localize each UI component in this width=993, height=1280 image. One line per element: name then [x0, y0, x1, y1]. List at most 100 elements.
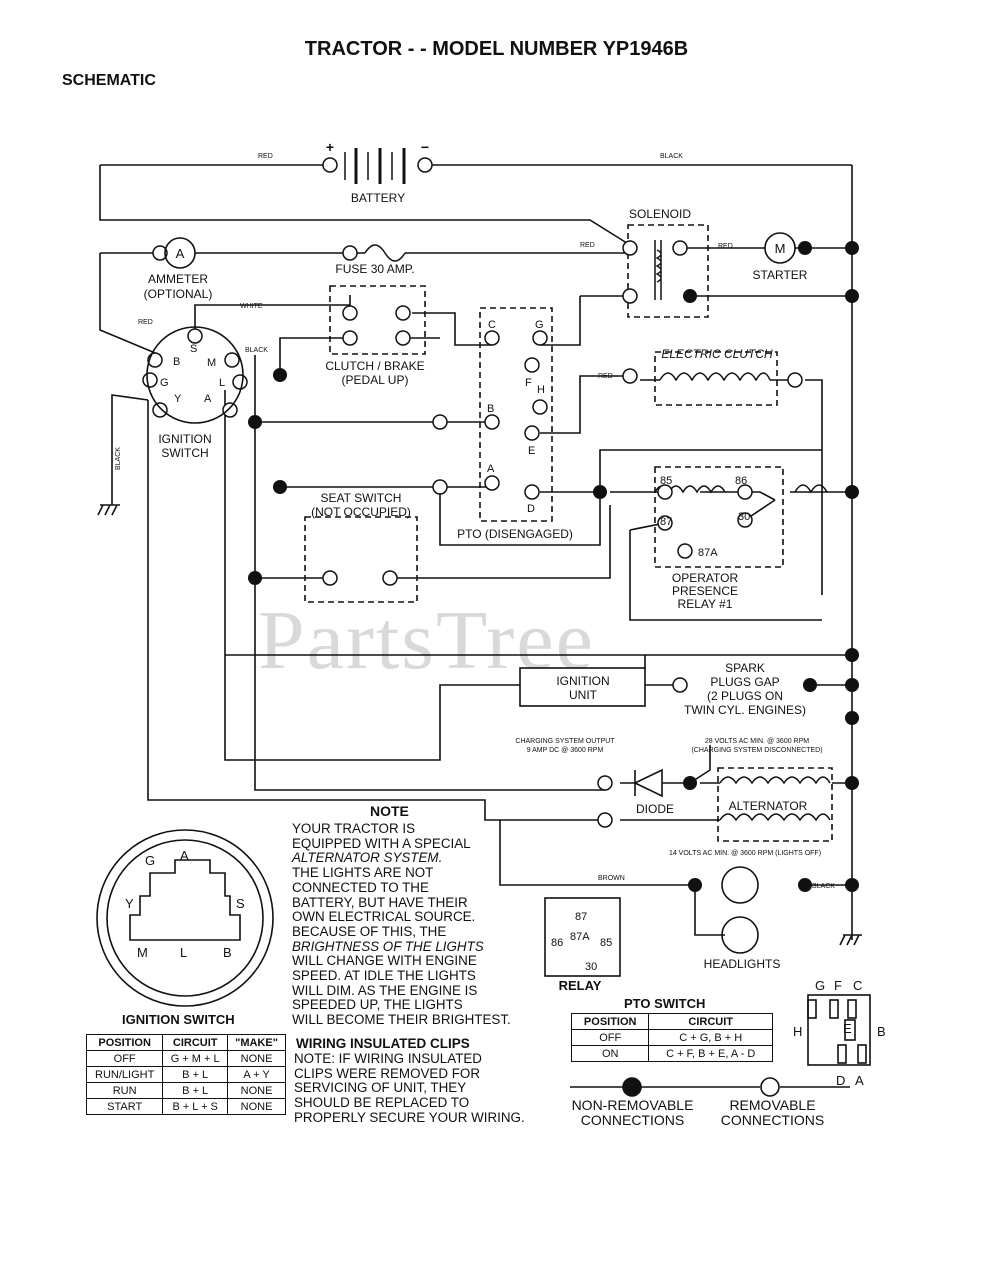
wire-label-red-1: RED — [258, 153, 273, 160]
ignition-unit-label: IGNITION — [556, 674, 609, 688]
table-header: POSITION — [85, 1034, 164, 1051]
ign-terminal-g: G — [160, 377, 169, 389]
table-cell: OFF — [85, 1050, 164, 1067]
removable-connection — [224, 352, 240, 368]
removable-connection — [597, 812, 613, 828]
non-removable-connection — [683, 776, 697, 790]
removable-connection — [737, 512, 753, 528]
pto-terminal-b: B — [487, 403, 494, 415]
relay-face-87a: 87A — [570, 931, 590, 943]
note-line: SPEED. AT IDLE THE LIGHTS — [292, 968, 476, 984]
ign-face-s: S — [236, 896, 245, 911]
ign-terminal-a: A — [204, 393, 212, 405]
removable-connection — [677, 543, 693, 559]
removable-connection — [432, 414, 448, 430]
table-cell: NONE — [227, 1098, 286, 1115]
non-removable-connection — [273, 480, 287, 494]
removable-connection — [342, 330, 358, 346]
ignition-unit-label-2: UNIT — [569, 688, 598, 702]
wire-label-white: WHITE — [240, 303, 263, 310]
pto-terminal-e: E — [528, 445, 535, 457]
removable-connection — [622, 240, 638, 256]
removable-connection — [672, 240, 688, 256]
battery-label: BATTERY — [351, 191, 405, 205]
ign-face-y: Y — [125, 896, 134, 911]
seat-switch-label-2: (NOT OCCUPIED) — [311, 505, 411, 519]
removable-connection — [152, 245, 168, 261]
table-cell: B + L + S — [162, 1098, 229, 1115]
page-title: TRACTOR - - MODEL NUMBER YP1946B — [304, 38, 689, 60]
relay-face-87: 87 — [575, 911, 587, 923]
pto-label: PTO (DISENGAGED) — [457, 527, 573, 541]
charging-ac-label: 28 VOLTS AC MIN. @ 3600 RPM — [705, 738, 809, 745]
starter-label: STARTER — [753, 268, 808, 282]
removable-connection — [657, 484, 673, 500]
non-removable-connection — [845, 711, 859, 725]
removable-connection — [432, 479, 448, 495]
non-removable-connection — [248, 415, 262, 429]
spark-plugs-label: SPARK — [725, 661, 765, 675]
note-line: OWN ELECTRICAL SOURCE. — [292, 909, 476, 925]
note-line: SPEEDED UP, THE LIGHTS — [292, 997, 463, 1013]
relay-face-30: 30 — [585, 961, 597, 973]
non-removable-connection — [683, 289, 697, 303]
non-removable-connection — [248, 571, 262, 585]
spark-plugs-label-3: (2 PLUGS ON — [707, 689, 783, 703]
ammeter-label: AMMETER — [148, 272, 208, 286]
pto-face-d: D — [836, 1073, 845, 1088]
svg-text:+: + — [326, 139, 334, 155]
ign-terminal-m: M — [207, 357, 216, 369]
svg-text:M: M — [775, 241, 786, 256]
note-line: THE LIGHTS ARE NOT — [292, 865, 434, 881]
removable-connection — [787, 372, 803, 388]
non-removable-connection — [273, 368, 287, 382]
note-line: EQUIPPED WITH A SPECIAL — [292, 835, 471, 851]
ign-terminal-y: Y — [174, 393, 182, 405]
table-cell: NONE — [227, 1082, 286, 1099]
table-header: CIRCUIT — [162, 1034, 229, 1051]
ign-face-a: A — [180, 848, 189, 863]
note-line: CONNECTED TO THE — [292, 879, 429, 895]
fuse-label: FUSE 30 AMP. — [335, 262, 414, 276]
removable-connection — [142, 372, 158, 388]
wire-label-black-2: BLACK — [245, 347, 268, 354]
non-removable-connection — [845, 485, 859, 499]
removable-connection — [672, 677, 688, 693]
removable-connection — [484, 475, 500, 491]
removable-connection — [395, 305, 411, 321]
coil-electric-clutch — [364, 240, 831, 822]
removable-connection — [342, 245, 358, 261]
table-cell: C + F, B + E, A - D — [648, 1045, 773, 1062]
ign-terminal-s: S — [190, 343, 197, 355]
solenoid-label: SOLENOID — [629, 207, 691, 221]
non-removable-connection — [845, 678, 859, 692]
table-cell: RUN — [85, 1082, 164, 1099]
pto-face-e: E — [843, 1021, 852, 1036]
removable-connection — [737, 484, 753, 500]
table-cell: NONE — [227, 1050, 286, 1067]
ign-terminal-l: L — [219, 377, 225, 389]
note-heading: NOTE — [370, 803, 409, 819]
pto-face-c: C — [853, 978, 862, 993]
wires — [97, 164, 862, 946]
removable-connection — [524, 357, 540, 373]
removable-connection — [322, 157, 338, 173]
seat-switch-label: SEAT SWITCH — [321, 491, 402, 505]
table-cell: G + M + L — [162, 1050, 229, 1067]
ignition-table-title: IGNITION SWITCH — [122, 1012, 235, 1027]
diode — [633, 768, 663, 798]
ammeter-label-2: (OPTIONAL) — [144, 287, 213, 301]
table-cell: OFF — [570, 1029, 650, 1046]
page-subtitle: SCHEMATIC — [62, 72, 156, 89]
ign-face-letters: G A Y S M L B — [125, 848, 245, 960]
ign-face-b: B — [223, 945, 232, 960]
pto-terminal-a: A — [487, 463, 495, 475]
removable-connection — [232, 374, 248, 390]
spark-plugs-label-4: TWIN CYL. ENGINES) — [684, 703, 806, 717]
